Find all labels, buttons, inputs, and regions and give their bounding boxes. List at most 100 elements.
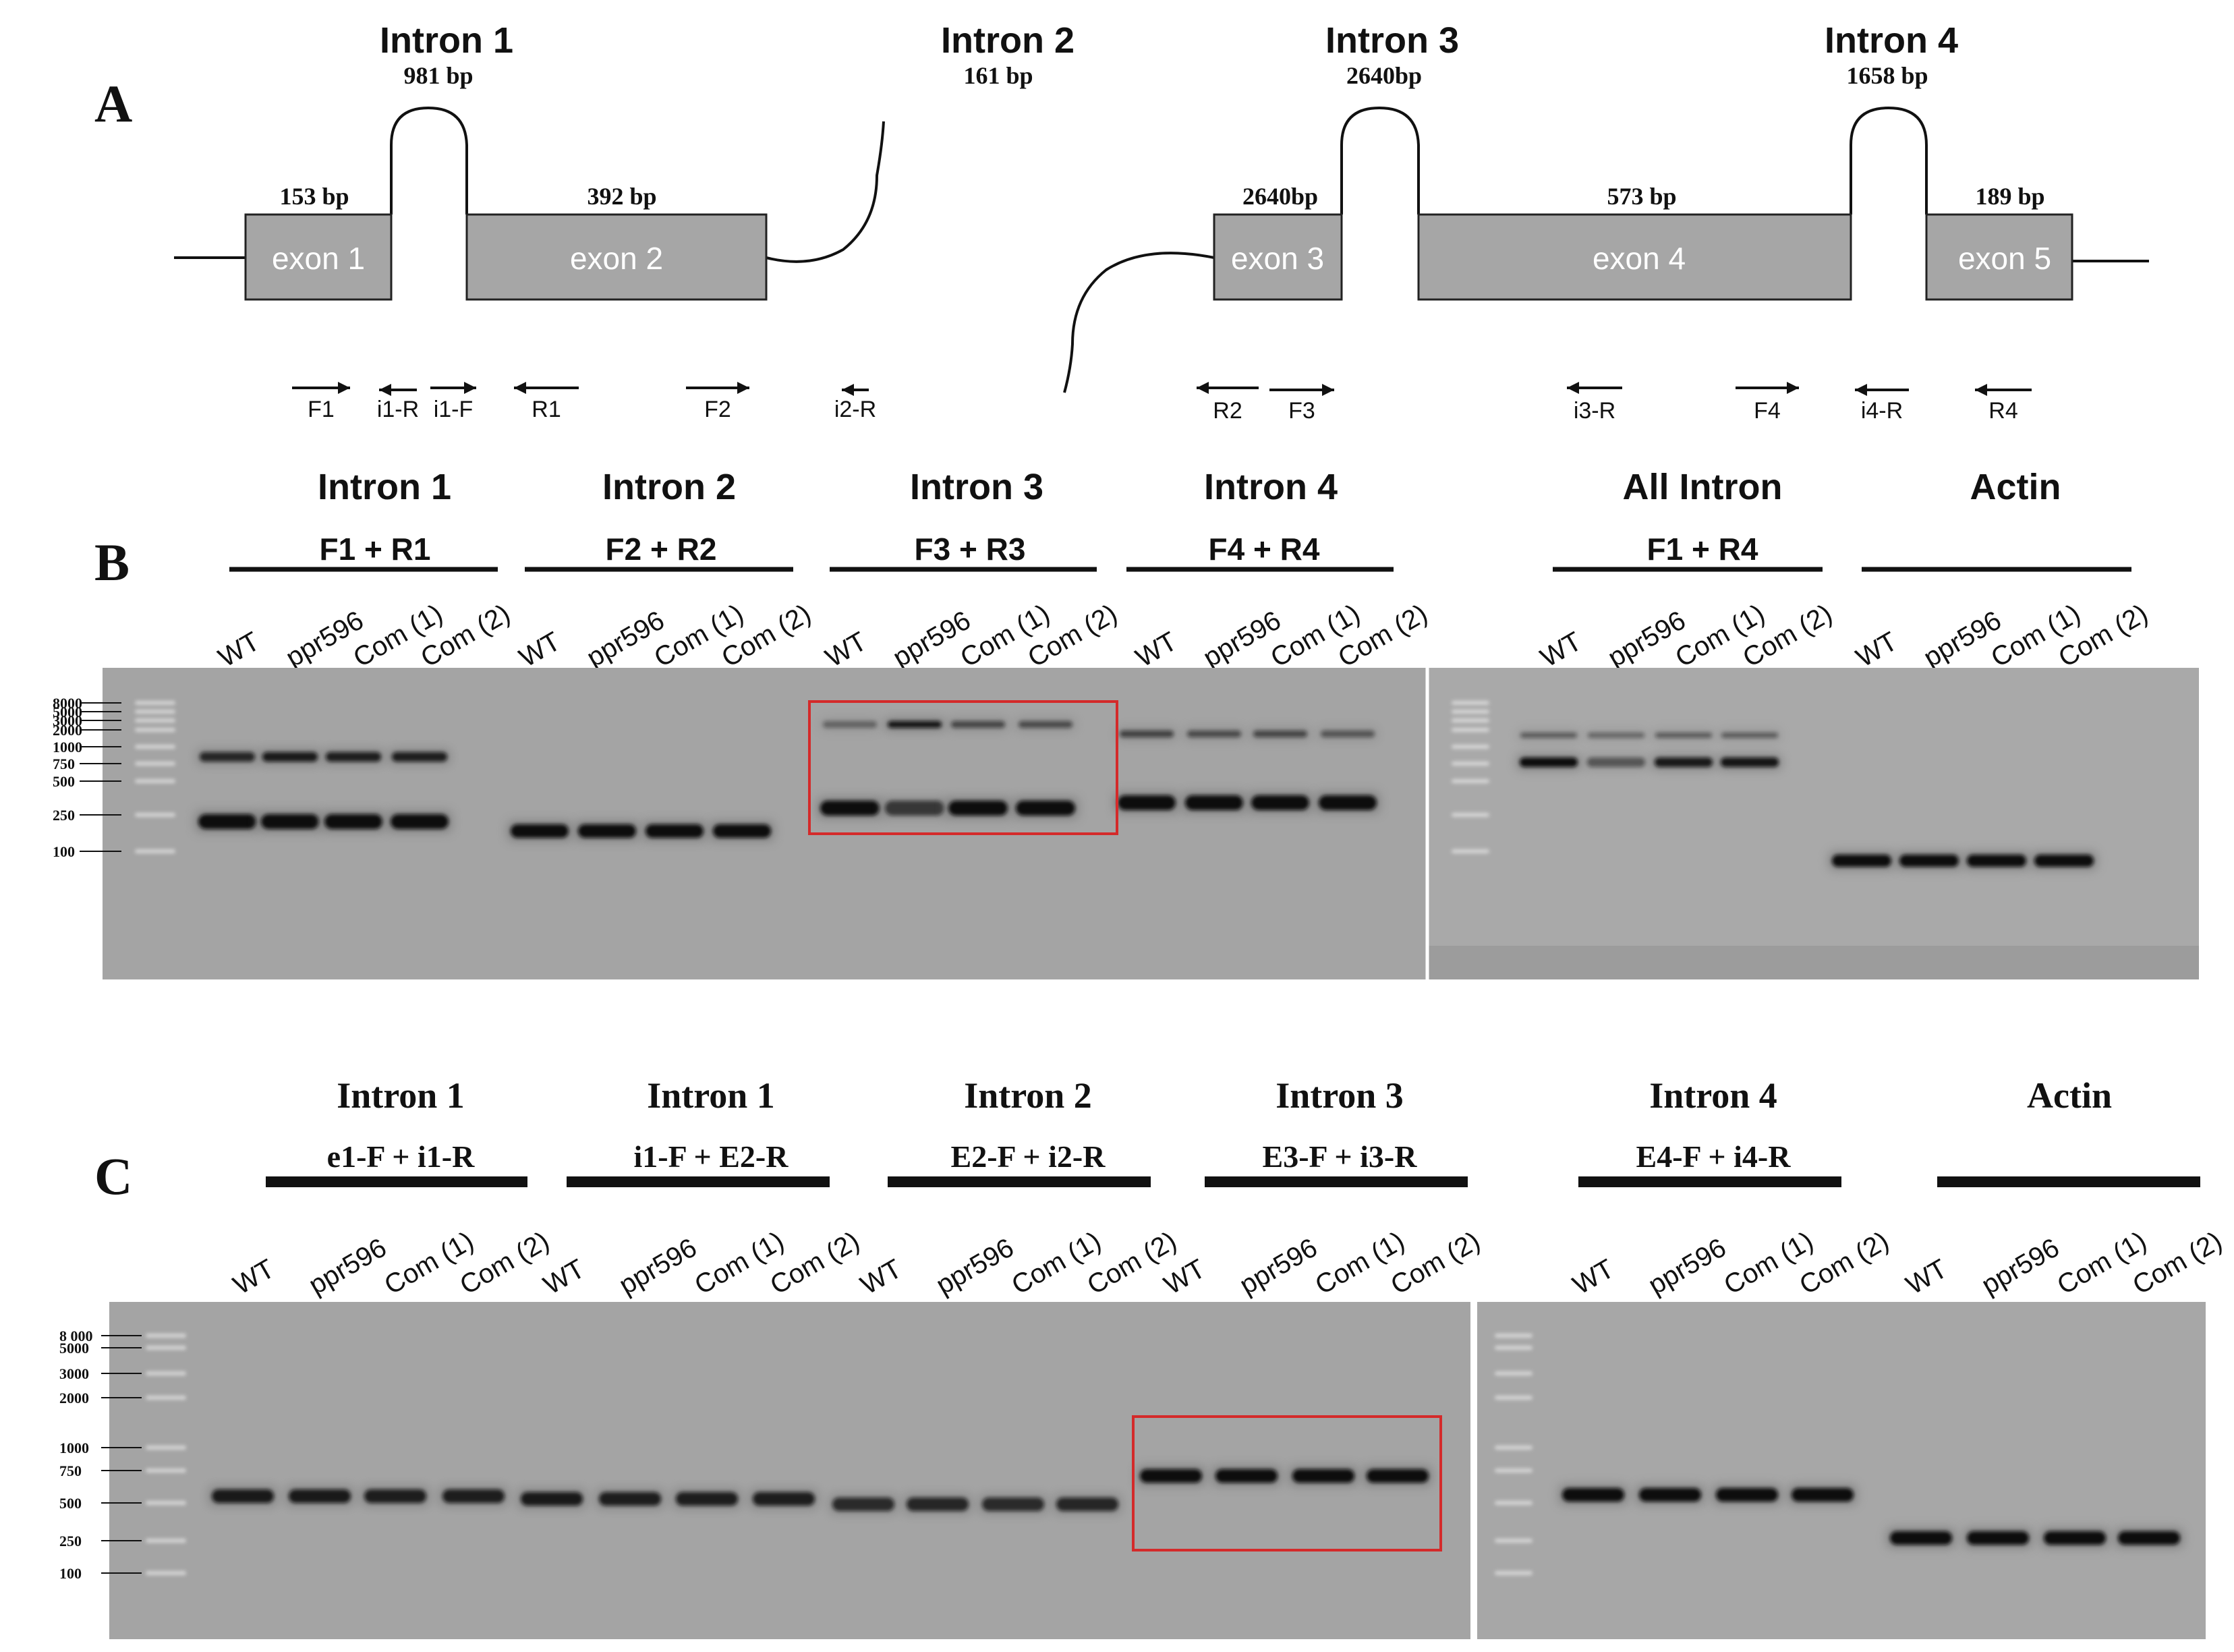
exon-5-box: [1925, 213, 2073, 301]
primer-i4-r-label: i4-R: [1861, 398, 1903, 424]
ladder-band: [1495, 1334, 1533, 1338]
ladder-band: [135, 745, 175, 749]
panel-b-primer-pair: F4 + R4: [1209, 532, 1320, 567]
gel-band: [1655, 758, 1713, 767]
ladder-size-label: 250: [53, 807, 75, 824]
ladder-band: [1452, 779, 1489, 783]
lane-label: WT: [1852, 627, 1903, 673]
ladder-band: [1452, 718, 1489, 722]
ladder-band: [146, 1469, 186, 1473]
gel-band: [948, 801, 1008, 816]
primer-f3-label: F3: [1288, 398, 1315, 424]
lane-label: WT: [1131, 627, 1182, 673]
gel-band: [1367, 1469, 1429, 1483]
intron-4-title: Intron 4: [1825, 20, 1958, 61]
gel-band: [1292, 1469, 1354, 1483]
primer-arrowhead-icon: [1197, 382, 1209, 394]
gel-band: [1792, 1488, 1854, 1502]
gel-band: [200, 752, 255, 762]
lane-label: WT: [856, 1254, 907, 1301]
ladder-size-label: 2000: [53, 722, 82, 739]
lane-label: ppr596: [1919, 605, 2007, 673]
primer-arrowhead-icon: [464, 382, 476, 394]
ladder-size-label: 3000: [53, 712, 82, 729]
lane-label: ppr596: [1199, 605, 1286, 673]
ladder-band: [135, 762, 175, 766]
gel-band: [1890, 1531, 1952, 1545]
lane-label: ppr596: [614, 1232, 702, 1300]
panel-c-primer-pair: E2-F + i2-R: [951, 1139, 1106, 1174]
exon-2-box: [465, 213, 768, 301]
gel-band: [1187, 731, 1241, 737]
ladder-size-label: 8 000: [59, 1328, 93, 1344]
intron-3-title: Intron 3: [1325, 20, 1459, 61]
panel-c-bands: [146, 1334, 2184, 1575]
ladder-band: [135, 728, 175, 732]
exon-3-box: [1213, 213, 1343, 301]
ladder-band: [146, 1446, 186, 1450]
gel-band: [1832, 855, 1891, 867]
ladder-band: [1452, 762, 1489, 766]
gel-band: [1587, 758, 1645, 767]
primer-i3-r-label: i3-R: [1574, 398, 1615, 424]
primer-r2-label: R2: [1213, 398, 1242, 424]
exon-4-label: exon 4: [1593, 241, 1686, 276]
gel-band: [713, 824, 771, 838]
gel-band: [753, 1492, 815, 1506]
primer-i1-f-label: i1-F: [434, 397, 474, 422]
ladder-band: [1495, 1571, 1533, 1575]
gel-band: [289, 1489, 351, 1503]
ladder-band: [135, 849, 175, 853]
gel-band: [1251, 795, 1309, 810]
gel-b-right: [1429, 668, 2199, 946]
panel-a-letter: A: [94, 74, 132, 133]
ladder-band: [1495, 1396, 1533, 1400]
panel-c-highlight-box: [1132, 1415, 1442, 1551]
lane-label: WT: [1536, 627, 1587, 673]
exon-4-size: 573 bp: [1607, 183, 1676, 210]
primer-i1-r-label: i1-R: [377, 397, 419, 422]
lane-label: WT: [515, 627, 566, 673]
intron-2-size: 161 bp: [963, 62, 1033, 89]
exon-4-box: [1417, 213, 1852, 301]
ladder-size-label: 750: [59, 1462, 82, 1479]
exon-5-label: exon 5: [1958, 241, 2051, 276]
gel-band: [2034, 855, 2094, 867]
primer-arrowhead-icon: [1975, 384, 1987, 396]
panel-c-group-title: Intron 1: [337, 1075, 465, 1116]
panel-b-bands: [135, 701, 2098, 871]
ladder-size-label: 100: [59, 1565, 82, 1582]
lane-label: WT: [229, 1254, 280, 1301]
genomic-break-curve: [766, 121, 885, 263]
ladder-size-label: 5000: [59, 1340, 89, 1357]
gel-band: [442, 1489, 505, 1503]
gel-band: [521, 1492, 583, 1506]
lane-label: WT: [1159, 1254, 1211, 1301]
gel-band: [820, 801, 880, 816]
gel-band: [1019, 721, 1072, 728]
gel-band: [1321, 731, 1375, 737]
panel-b-group-title: Intron 4: [1204, 467, 1338, 507]
panel-b-primer-pair: F3 + R3: [915, 532, 1026, 567]
gel-band: [676, 1492, 738, 1506]
primer-r1-label: R1: [532, 397, 561, 422]
intron-1-size: 981 bp: [403, 62, 473, 89]
primer-arrowhead-icon: [338, 382, 350, 394]
gel-band: [1716, 1488, 1778, 1502]
primer-r4-label: R4: [1988, 398, 2017, 424]
ladder-band: [146, 1396, 186, 1400]
gel-band: [885, 801, 944, 816]
gel-band: [261, 814, 319, 829]
gel-band: [212, 1489, 274, 1503]
primer-arrowhead-icon: [842, 384, 854, 396]
primer-arrowhead-icon: [737, 382, 749, 394]
ladder-band: [146, 1371, 186, 1375]
exon-2-size: 392 bp: [587, 183, 656, 210]
gel-band: [262, 752, 318, 762]
ladder-band: [135, 710, 175, 714]
gel-band: [1118, 795, 1176, 810]
ladder-band: [1452, 701, 1489, 705]
gel-band: [951, 721, 1005, 728]
